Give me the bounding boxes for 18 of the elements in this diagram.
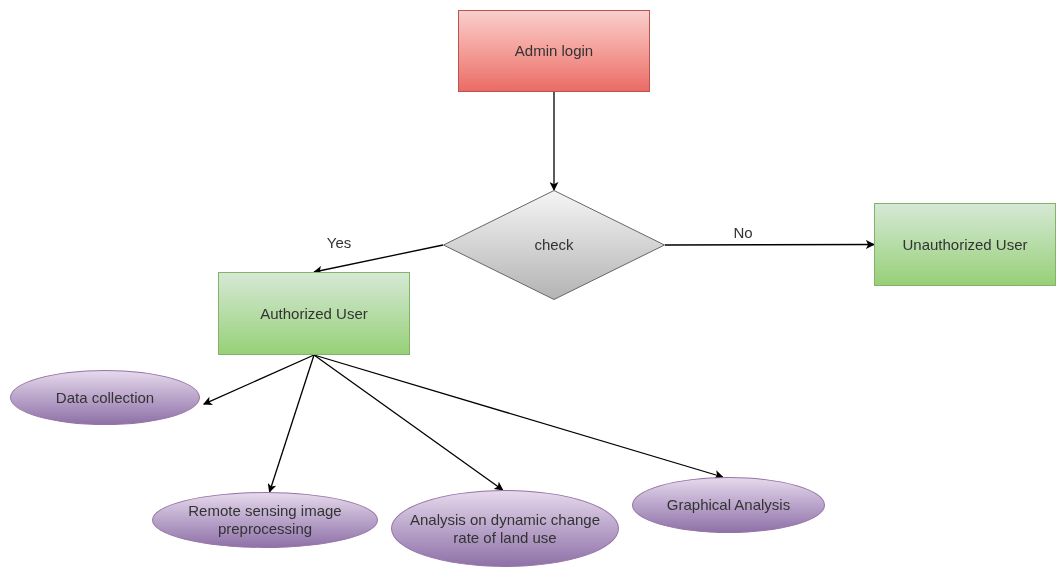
arrow [313,354,724,479]
node-label: Authorized User [260,304,368,323]
node-label: Data collection [55,388,155,407]
decision-diamond [443,190,665,300]
node-label: Graphical Analysis [666,496,791,514]
process-box [874,203,1056,286]
arrow [203,354,315,405]
node-label: Analysis on dynamic change rate of land use [408,510,602,547]
node-label: Unauthorized User [902,235,1028,254]
arrow [267,354,315,493]
arrow [549,91,559,191]
node-label: Admin login [514,42,594,60]
arrow [313,354,504,491]
process-box [218,272,410,355]
arrow [664,240,875,249]
node-label: check [534,236,574,254]
process-box [458,10,650,92]
node-label: Remote sensing image preprocessing [187,502,343,538]
